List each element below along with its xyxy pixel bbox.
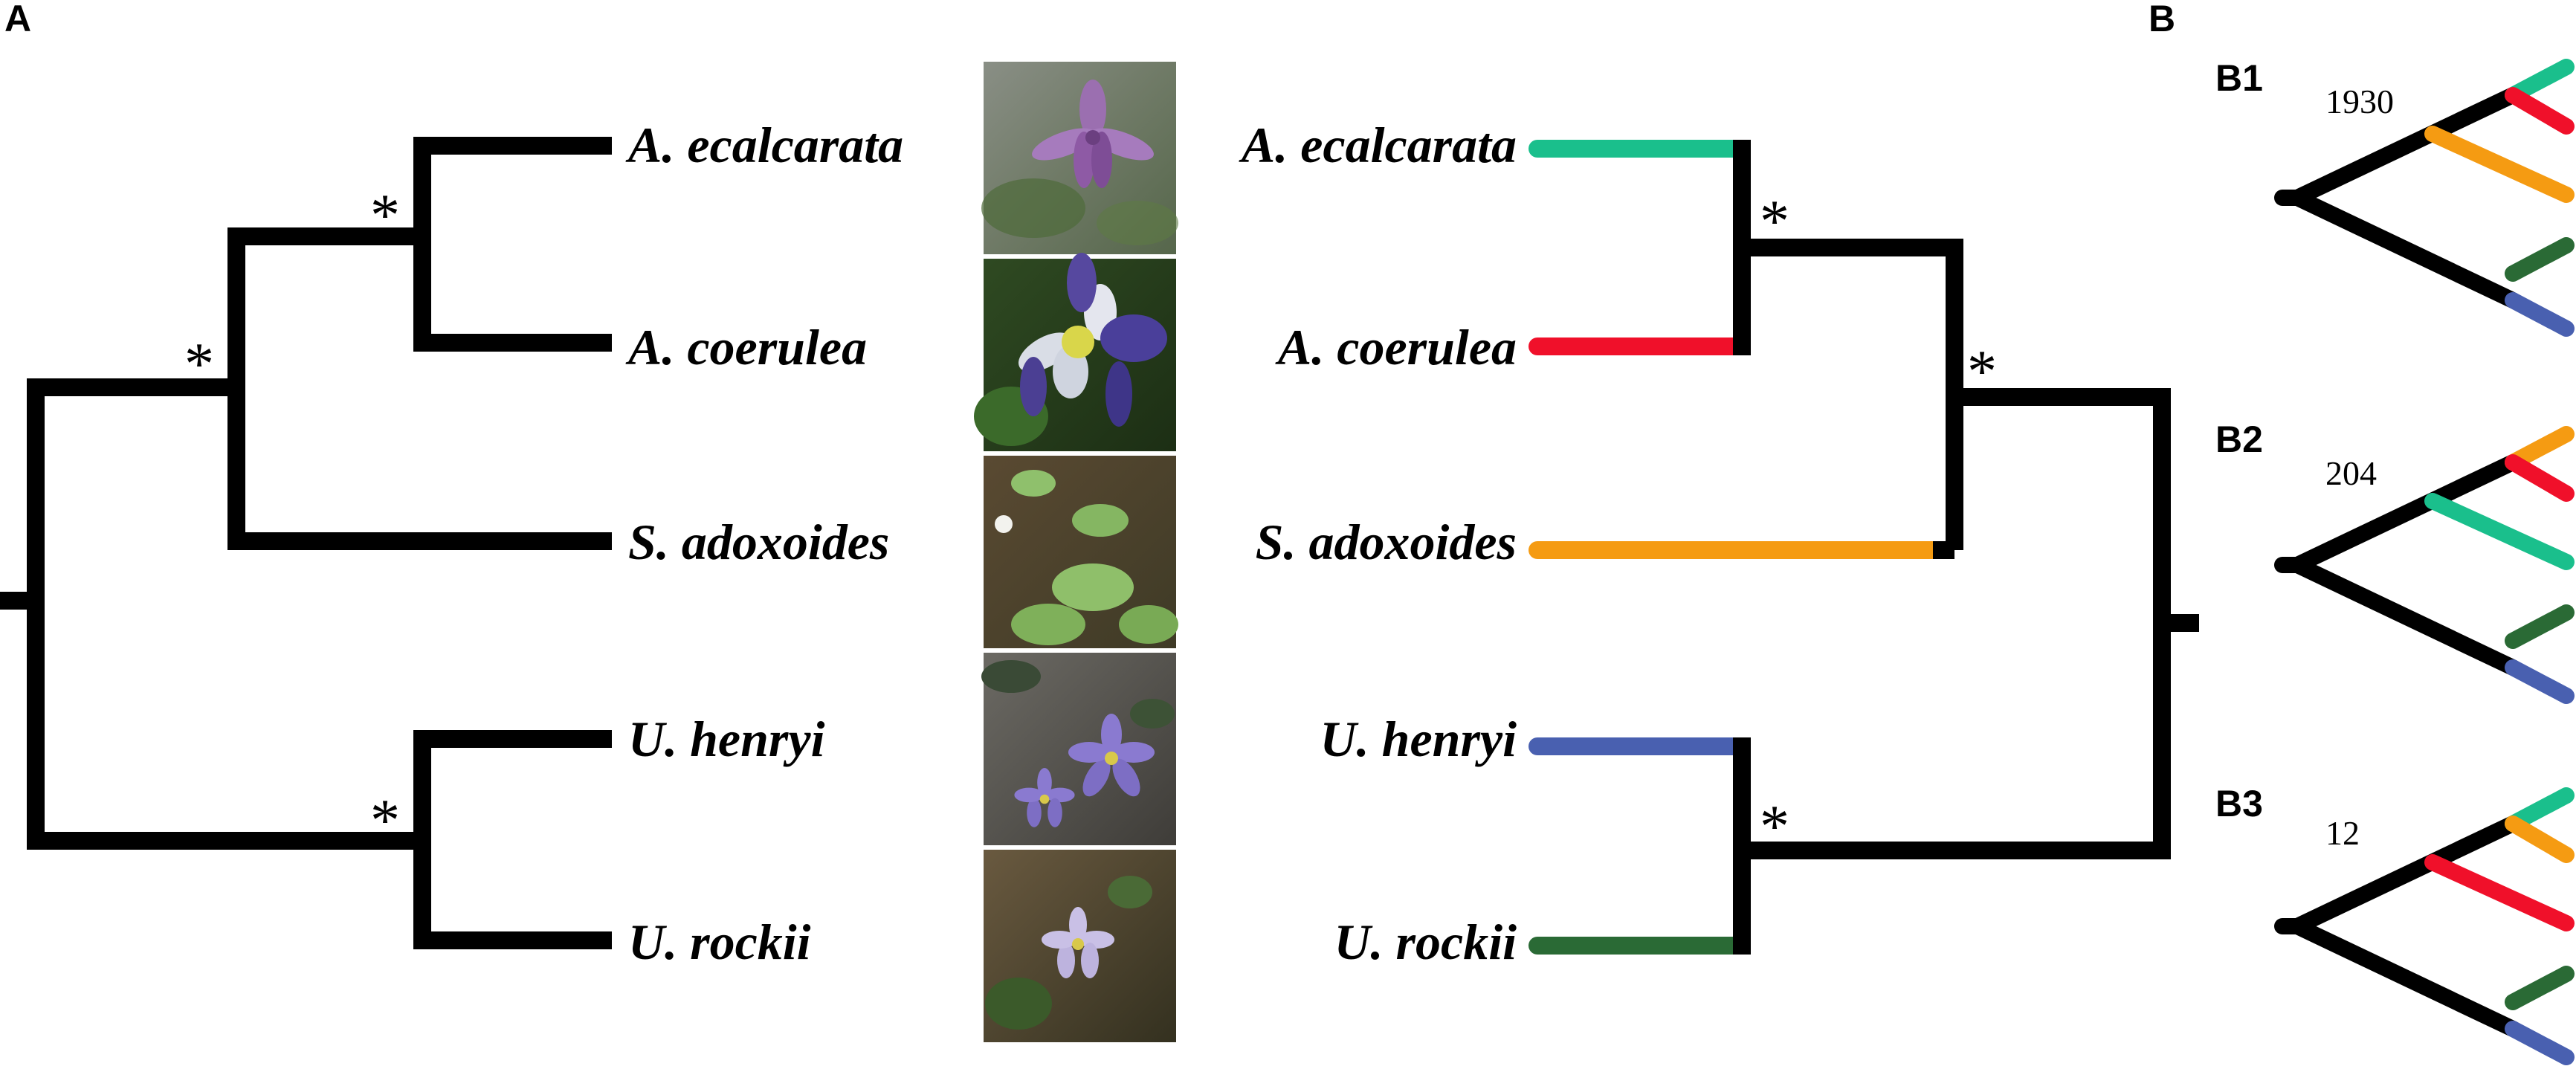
topology-label: B2 <box>2215 419 2263 460</box>
support-asterisk: * <box>1760 189 1789 254</box>
right-taxon-label: A. ecalcarata <box>1239 117 1517 173</box>
right-taxon-label: U. henryi <box>1320 711 1517 767</box>
species-photo-u-rockii <box>979 845 1181 1047</box>
left-species-tree <box>0 137 612 949</box>
topology-b2: B2 204 <box>2215 419 2575 704</box>
topology-label: B3 <box>2215 783 2263 824</box>
right-tip-bars <box>1529 140 1954 955</box>
left-taxon-label: S. adoxoides <box>628 514 889 570</box>
support-asterisk: * <box>370 183 400 248</box>
right-species-tree <box>1733 140 2199 955</box>
left-taxon-label: A. coerulea <box>625 319 867 375</box>
left-taxon-label: U. rockii <box>628 914 811 970</box>
support-asterisk: * <box>1760 794 1789 859</box>
species-photo-u-henryi <box>979 648 1181 850</box>
right-taxon-label: U. rockii <box>1334 914 1517 970</box>
species-photo-a-ecalcarata <box>979 57 1181 259</box>
panel-label-a: A <box>4 0 31 39</box>
topology-count: 204 <box>2325 454 2377 492</box>
panel-label-b: B <box>2149 0 2175 39</box>
topology-b1: B1 1930 <box>2215 57 2575 337</box>
support-asterisk: * <box>184 332 214 397</box>
topology-count: 1930 <box>2325 83 2394 120</box>
right-taxon-label: S. adoxoides <box>1256 514 1517 570</box>
species-photo-a-coerulea <box>974 253 1181 456</box>
topology-count: 12 <box>2325 814 2360 852</box>
topology-label: B1 <box>2215 57 2263 99</box>
left-taxon-label: A. ecalcarata <box>625 117 903 173</box>
topology-b3: B3 12 <box>2215 783 2575 1065</box>
species-photo-s-adoxoides <box>979 451 1181 653</box>
support-asterisk: * <box>370 788 400 853</box>
support-asterisk: * <box>1967 339 1997 404</box>
left-taxon-label: U. henryi <box>628 711 825 767</box>
right-taxon-label: A. coerulea <box>1275 319 1517 375</box>
